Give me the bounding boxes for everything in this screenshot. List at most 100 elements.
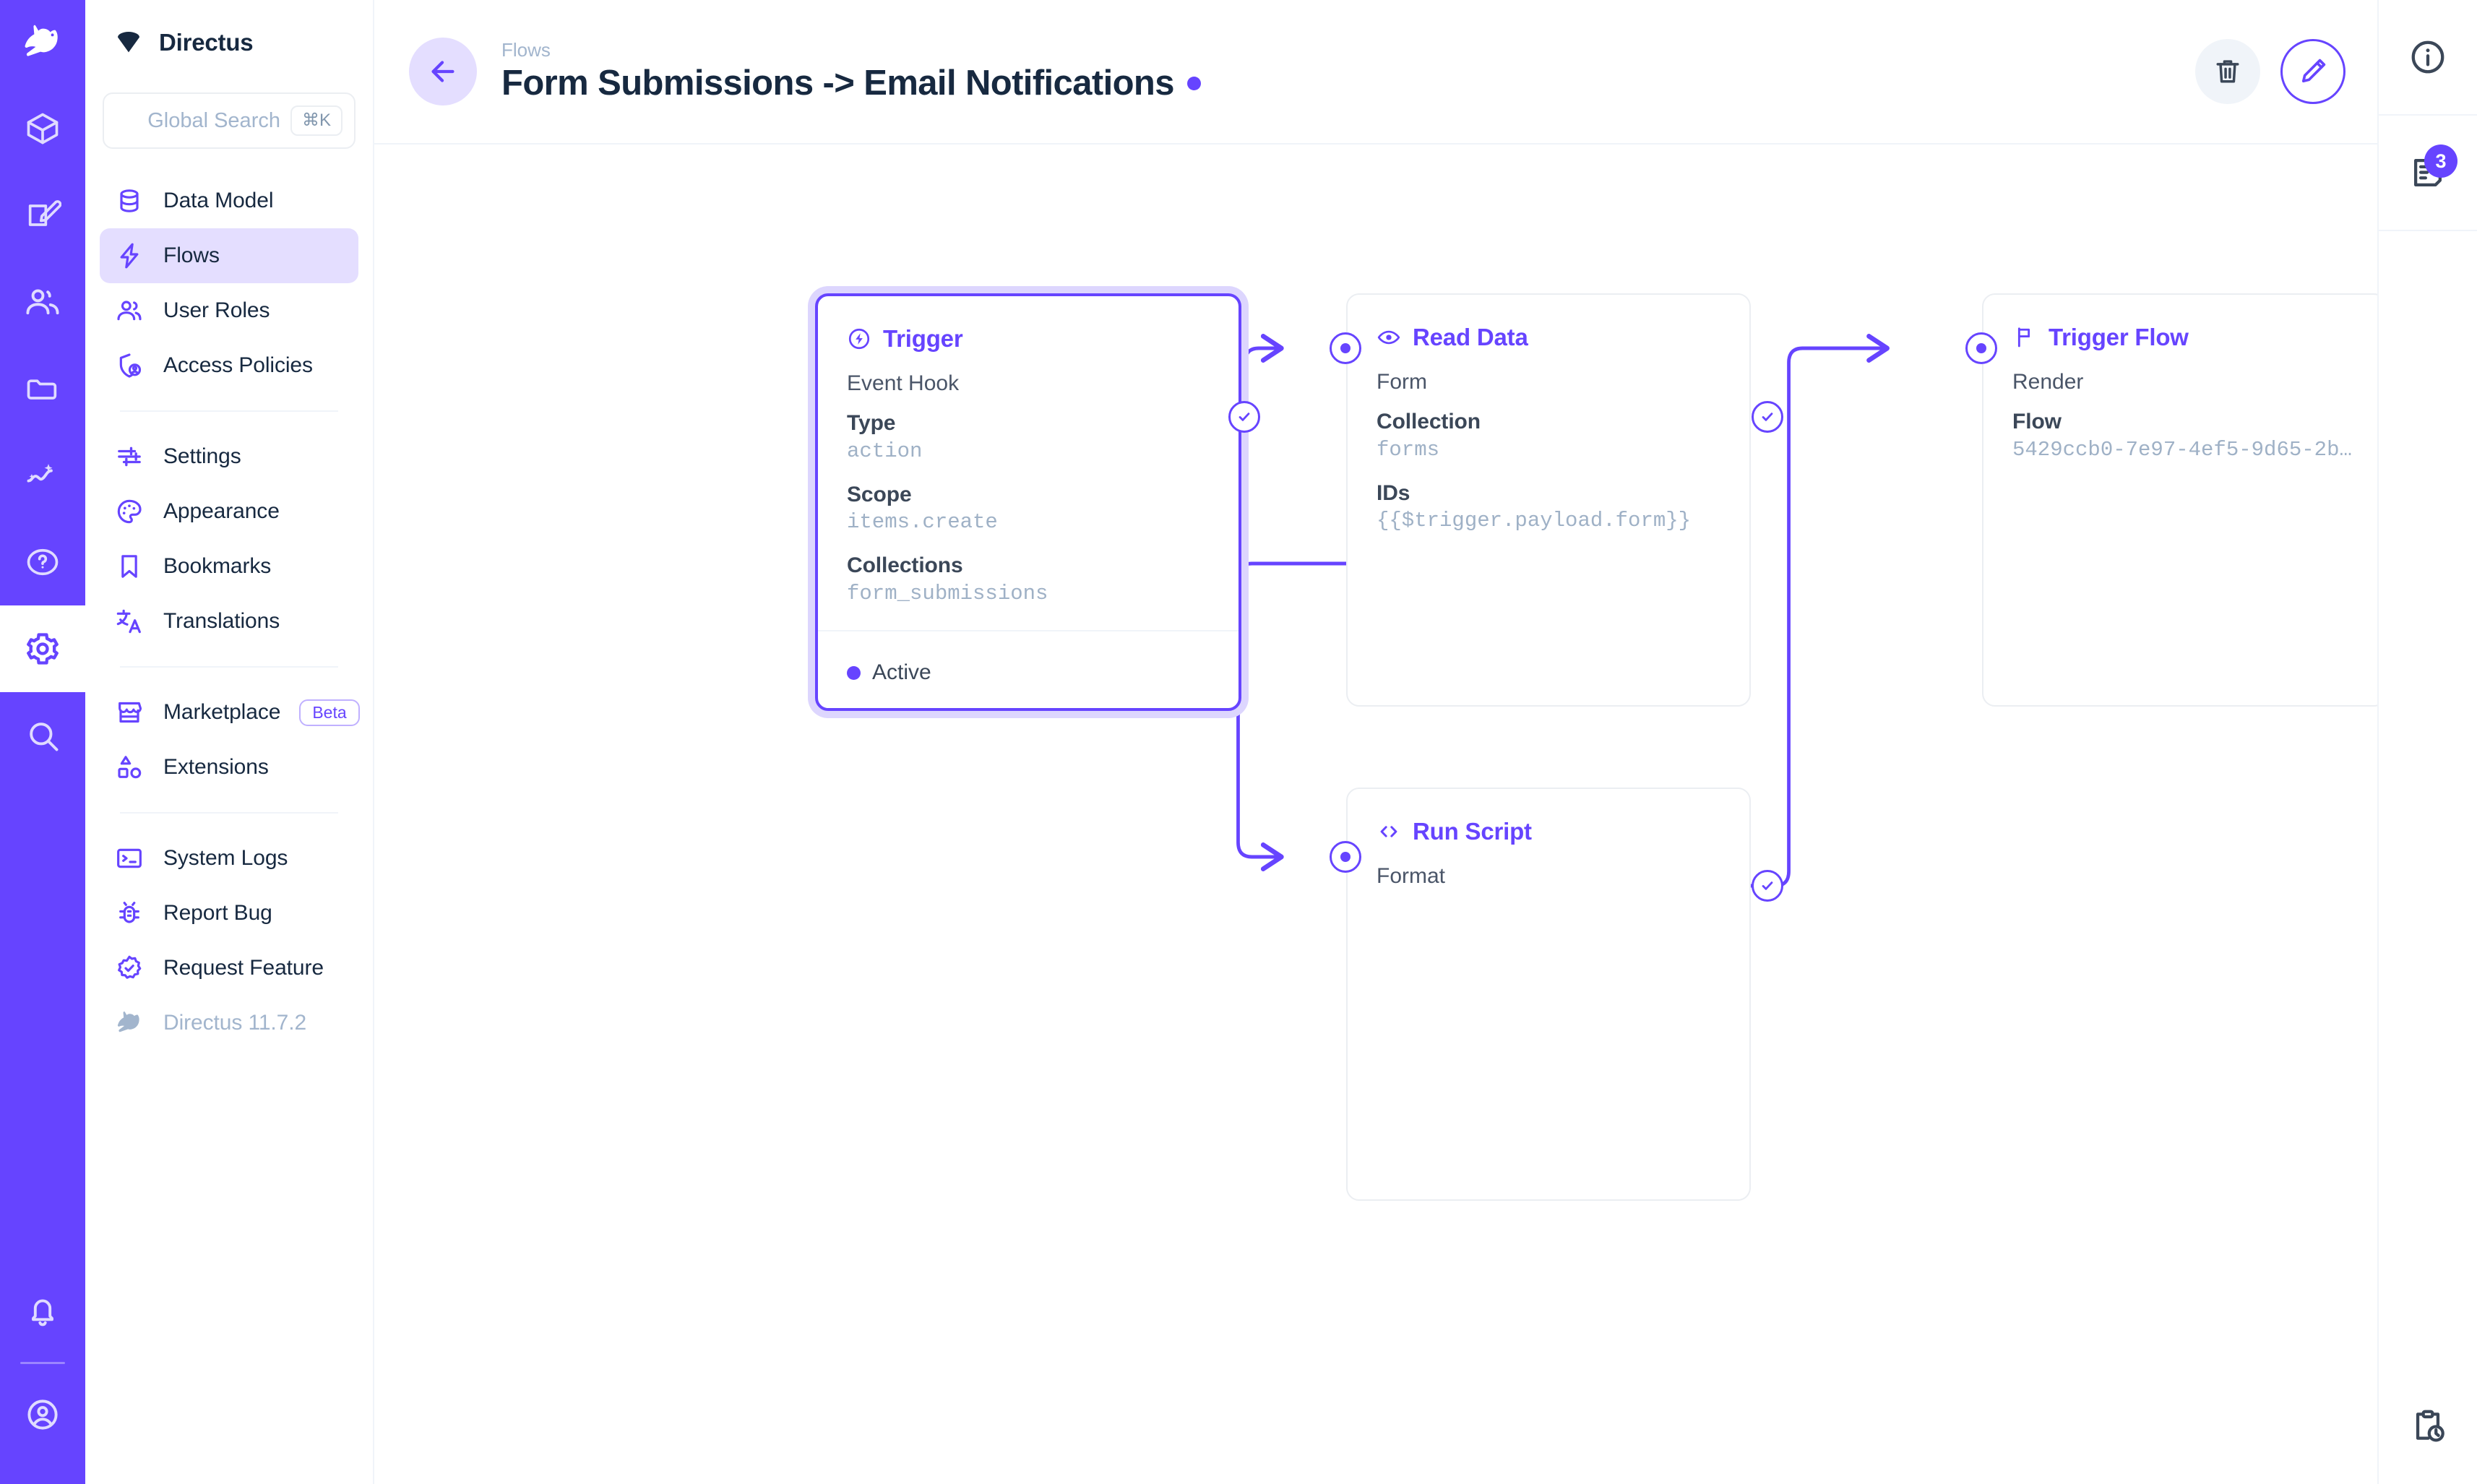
insights-icon xyxy=(27,464,53,483)
port-dot xyxy=(1340,852,1350,862)
module-bar xyxy=(0,0,85,1484)
flow-node-trigger[interactable]: Trigger Event Hook Type action Scope ite… xyxy=(815,293,1241,711)
sidebar-item-extensions[interactable]: Extensions xyxy=(100,740,358,795)
sidebar-item-label: Translations xyxy=(163,609,280,633)
port-read-data-resolve[interactable] xyxy=(1752,401,1783,433)
search-shortcut: ⌘K xyxy=(290,105,343,136)
translate-icon xyxy=(114,606,145,637)
port-run-script-input[interactable] xyxy=(1330,841,1361,873)
directus-logo[interactable] xyxy=(0,0,85,85)
notifications-button[interactable] xyxy=(0,1268,85,1355)
palette-icon xyxy=(114,496,145,527)
field-value: form_submissions xyxy=(847,581,1048,605)
check-icon xyxy=(1238,413,1250,421)
sidebar-item-settings[interactable]: Settings xyxy=(100,429,358,484)
back-button[interactable] xyxy=(409,38,477,105)
port-dot xyxy=(1340,343,1350,353)
flow-node-read-data[interactable]: Read Data Form Collection forms IDs {{$t… xyxy=(1346,293,1751,707)
node-status: Active xyxy=(847,660,931,685)
field-value: action xyxy=(847,439,923,463)
search-input[interactable]: Global Search ⌘K xyxy=(103,92,356,149)
port-trigger-flow-render-input[interactable] xyxy=(1965,332,1997,364)
port-trigger-resolve[interactable] xyxy=(1228,401,1260,433)
node-subtitle: Event Hook xyxy=(847,371,960,395)
field-value: 5429ccb0-7e97-4ef5-9d65-2b… xyxy=(2012,437,2352,462)
sidebar-item-label: User Roles xyxy=(163,298,270,322)
port-read-data-input[interactable] xyxy=(1330,332,1361,364)
sidebar-item-request-feature[interactable]: Request Feature xyxy=(100,941,358,996)
field-value: forms xyxy=(1377,437,1440,462)
field-label: Type xyxy=(847,411,896,435)
brand-mark-icon xyxy=(118,32,139,53)
directus-rabbit-logo xyxy=(25,25,58,56)
activity-sidebar-button[interactable] xyxy=(2378,1368,2477,1484)
sidebar-item-report-bug[interactable]: Report Bug xyxy=(100,886,358,941)
delete-flow-button[interactable] xyxy=(2195,39,2260,104)
page-header: Flows Form Submissions -> Email Notifica… xyxy=(374,0,2377,144)
beta-badge: Beta xyxy=(299,699,360,726)
flow-node-trigger-flow-render[interactable]: Trigger Flow Render Flow 5429ccb0-7e97-4… xyxy=(1982,293,2377,707)
account-button[interactable] xyxy=(0,1371,85,1458)
box-icon xyxy=(27,113,59,144)
folder-icon xyxy=(27,379,57,400)
main-area: Flows Form Submissions -> Email Notifica… xyxy=(374,0,2377,1484)
port-dot xyxy=(1976,343,1986,353)
sidebar-item-translations[interactable]: Translations xyxy=(100,594,358,649)
badge-check-icon xyxy=(114,953,145,983)
sidebar-item-label: Access Policies xyxy=(163,353,313,377)
insights-module[interactable] xyxy=(0,432,85,519)
module-divider xyxy=(20,1362,65,1364)
edit-flow-button[interactable] xyxy=(2280,39,2345,104)
sidebar-item-system-logs[interactable]: System Logs xyxy=(100,831,358,886)
info-sidebar-button[interactable] xyxy=(2378,0,2477,116)
sidebar-version: Directus 11.7.2 xyxy=(100,996,358,1051)
storefront-icon xyxy=(114,697,145,728)
settings-module[interactable] xyxy=(0,605,85,692)
users-icon xyxy=(26,289,59,315)
sidebar-item-user-roles[interactable]: User Roles xyxy=(100,283,358,338)
editor-module[interactable] xyxy=(0,172,85,259)
field-label: Collections xyxy=(847,553,963,578)
sidebar-header: Directus xyxy=(85,0,373,85)
node-title: Read Data xyxy=(1377,324,1720,351)
users-module[interactable] xyxy=(0,259,85,345)
sidebar-item-marketplace[interactable]: Marketplace Beta xyxy=(100,685,360,740)
sidebar-item-label: Bookmarks xyxy=(163,554,272,578)
port-run-script-resolve[interactable] xyxy=(1752,870,1783,902)
sidebar-divider xyxy=(120,410,338,412)
node-title-label: Read Data xyxy=(1413,324,1528,350)
sidebar-item-label: Flows xyxy=(163,243,220,267)
search-icon xyxy=(30,722,59,751)
sidebar-item-data-model[interactable]: Data Model xyxy=(100,173,358,228)
arrow-left-icon xyxy=(431,61,455,82)
sidebar-item-label: Marketplace xyxy=(163,700,281,724)
shapes-icon xyxy=(114,752,145,782)
brand-name: Directus xyxy=(159,29,254,56)
check-icon xyxy=(1762,413,1773,421)
pencil-icon xyxy=(2301,59,2326,83)
files-module[interactable] xyxy=(0,345,85,432)
database-icon xyxy=(114,186,145,216)
sidebar-item-flows[interactable]: Flows xyxy=(100,228,358,283)
search-wrap: Global Search ⌘K xyxy=(85,85,373,149)
flow-node-run-script[interactable]: Run Script Format xyxy=(1346,788,1751,1201)
field-label: IDs xyxy=(1377,480,1410,505)
sidebar-item-appearance[interactable]: Appearance xyxy=(100,484,358,539)
logs-sidebar-button[interactable]: 3 xyxy=(2378,116,2477,231)
sidebar-nav: Data Model Flows User Roles Access Polic… xyxy=(85,149,373,1051)
sidebar-item-label: Extensions xyxy=(163,755,269,779)
breadcrumb[interactable]: Flows xyxy=(501,39,551,61)
version-label: Directus 11.7.2 xyxy=(163,1011,307,1035)
search-module[interactable] xyxy=(0,692,85,779)
help-module[interactable] xyxy=(0,519,85,605)
flow-canvas[interactable]: Trigger Event Hook Type action Scope ite… xyxy=(374,144,2377,1484)
node-divider xyxy=(818,630,1238,631)
directus-diamond-logo xyxy=(114,28,143,57)
content-module[interactable] xyxy=(0,85,85,172)
sidebar-item-access-policies[interactable]: Access Policies xyxy=(100,338,358,393)
right-sidebar: 3 xyxy=(2377,0,2477,1484)
directus-rabbit-icon xyxy=(114,1008,145,1038)
question-circle-icon xyxy=(27,548,59,576)
node-title-label: Trigger Flow xyxy=(2049,324,2189,350)
sidebar-item-bookmarks[interactable]: Bookmarks xyxy=(100,539,358,594)
